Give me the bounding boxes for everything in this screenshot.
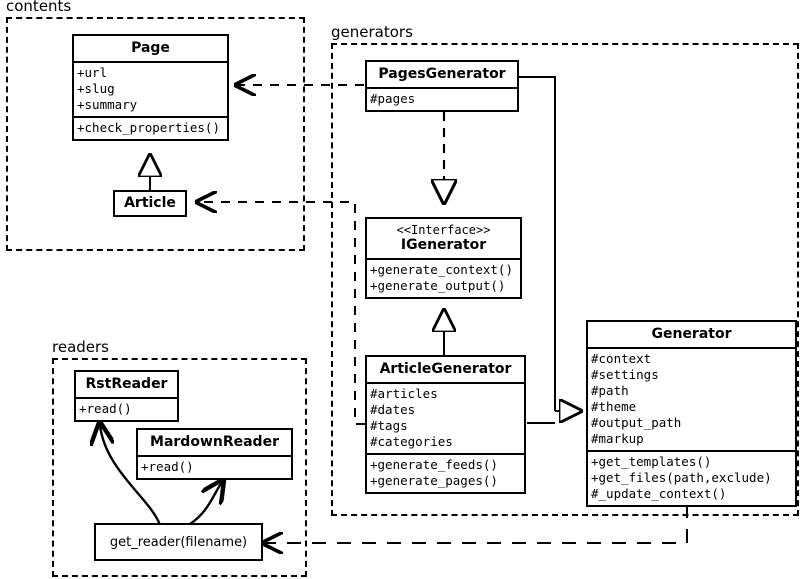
class-igenerator-name: IGenerator — [400, 237, 487, 254]
method: +generate_output() — [370, 278, 506, 294]
attribute: #settings — [591, 367, 659, 383]
method: +get_templates() — [591, 454, 712, 470]
method: +generate_pages() — [370, 473, 498, 489]
class-pagesgenerator-title: PagesGenerator — [378, 66, 506, 82]
attribute: #output_path — [591, 415, 682, 431]
method: #_update_context() — [591, 486, 727, 502]
method: +get_files(path,exclude) — [591, 470, 772, 486]
attribute: #context — [591, 351, 652, 367]
class-igenerator[interactable]: <<Interface>> IGenerator +generate_conte… — [365, 217, 522, 300]
method: +read() — [141, 459, 194, 475]
class-articlegenerator-attributes: #articles #dates #tags #categories — [367, 382, 524, 453]
relation-getreader-returns-rstreader — [100, 425, 162, 526]
class-rstreader[interactable]: RstReader +read() — [74, 370, 179, 423]
attribute: #dates — [370, 402, 416, 418]
relation-generator-depends-getreader — [263, 504, 688, 543]
class-igenerator-title: <<Interface>> IGenerator — [367, 219, 520, 258]
class-mardownreader[interactable]: MardownReader +read() — [136, 428, 293, 481]
class-articlegenerator[interactable]: ArticleGenerator #articles #dates #tags … — [365, 355, 526, 495]
class-page-attributes: +url +slug +summary — [74, 61, 227, 116]
class-articlegenerator-methods: +generate_feeds() +generate_pages() — [367, 453, 524, 492]
class-rstreader-methods: +read() — [76, 397, 177, 420]
class-rstreader-title: RstReader — [85, 376, 168, 392]
relation-articlegenerator-depends-article — [197, 202, 365, 425]
attribute: #theme — [591, 399, 637, 415]
package-generators — [331, 43, 799, 516]
class-page[interactable]: Page +url +slug +summary +check_properti… — [72, 34, 229, 142]
attribute: +url — [77, 65, 108, 81]
class-article-title: Article — [124, 195, 176, 211]
class-generator-attributes: #context #settings #path #theme #output_… — [588, 347, 795, 450]
package-label-readers: readers — [52, 338, 109, 356]
class-mardownreader-methods: +read() — [138, 455, 291, 478]
class-article[interactable]: Article — [113, 190, 187, 218]
class-generator-methods: +get_templates() +get_files(path,exclude… — [588, 450, 795, 505]
method: +check_properties() — [77, 120, 220, 136]
method: +generate_feeds() — [370, 457, 498, 473]
class-articlegenerator-title: ArticleGenerator — [379, 361, 512, 377]
class-pagesgenerator-attributes: #pages — [367, 87, 517, 110]
attribute: #markup — [591, 431, 644, 447]
function-get-reader[interactable]: get_reader(filename) — [94, 523, 263, 561]
attribute: #pages — [370, 91, 416, 107]
attribute: #articles — [370, 386, 438, 402]
attribute: +slug — [77, 81, 115, 97]
method: +read() — [79, 401, 132, 417]
package-contents — [6, 17, 305, 251]
class-pagesgenerator[interactable]: PagesGenerator #pages — [365, 60, 519, 113]
package-label-contents: contents — [6, 0, 72, 15]
class-generator[interactable]: Generator #context #settings #path #them… — [586, 320, 797, 508]
relation-getreader-returns-mardownreader — [189, 482, 222, 525]
class-generator-title: Generator — [651, 326, 732, 342]
class-igenerator-stereotype: <<Interface>> — [396, 223, 491, 237]
attribute: #categories — [370, 434, 453, 450]
attribute: +summary — [77, 97, 138, 113]
class-igenerator-methods: +generate_context() +generate_output() — [367, 258, 520, 297]
package-label-generators: generators — [331, 23, 413, 41]
relation-generators-generalize-generator — [519, 76, 581, 424]
attribute: #tags — [370, 418, 408, 434]
class-mardownreader-title: MardownReader — [150, 434, 279, 450]
class-page-methods: +check_properties() — [74, 116, 227, 139]
method: +generate_context() — [370, 262, 513, 278]
package-readers — [52, 358, 307, 577]
class-page-title: Page — [131, 40, 170, 56]
attribute: #path — [591, 383, 629, 399]
